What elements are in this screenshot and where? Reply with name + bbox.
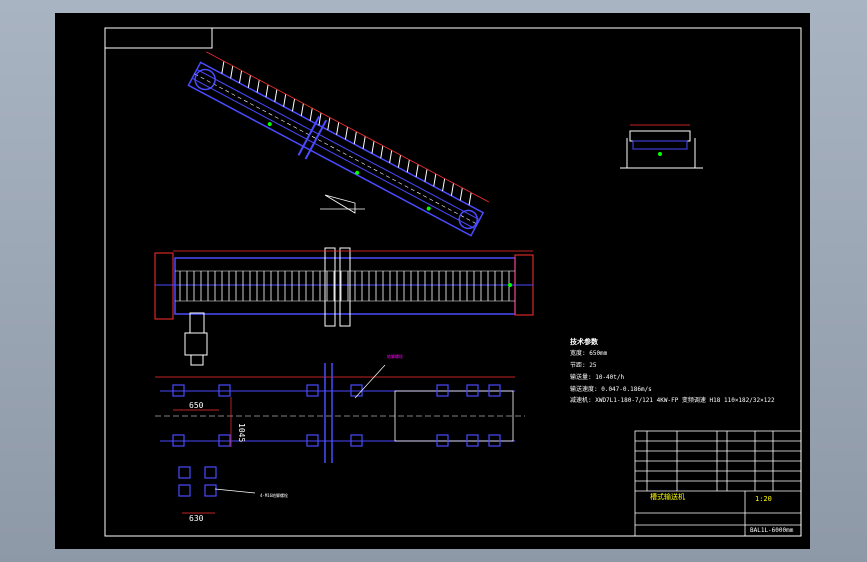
header-cell: [104, 27, 213, 49]
head-sprocket: [194, 68, 216, 91]
foundation-pad: [488, 384, 501, 397]
foundation-pad: [178, 484, 191, 497]
tech-param-2: 节距: 25: [570, 361, 597, 369]
flight-plate: [433, 173, 437, 187]
flight-plate: [230, 65, 234, 79]
foundation-pad: [218, 384, 231, 397]
foundation-pad: [172, 384, 185, 397]
tech-params: 技术参数 宽度: 650mm 节距: 25 输送量: 10-40t/h 输送速度…: [570, 337, 775, 404]
flight-plate: [247, 75, 251, 88]
foundation-plan: [155, 363, 525, 514]
flight-plate: [397, 155, 402, 168]
flight-plate: [309, 108, 313, 121]
flight-plate: [389, 150, 393, 163]
flight-plate: [406, 159, 410, 173]
foundation-pad: [306, 434, 319, 447]
inclined-conveyor-view: [187, 51, 489, 237]
flight-plate: [442, 178, 446, 192]
foundation-pad: [218, 434, 231, 447]
flight-plate: [380, 145, 384, 159]
foundation-pad: [466, 384, 479, 397]
title-block-drawing-no: BAL1L-6000mm: [750, 527, 794, 534]
plan-view-conveyor: [154, 247, 534, 366]
foundation-pad: [178, 466, 191, 479]
foundation-callout: 地脚螺栓: [387, 353, 403, 359]
base-support: [324, 194, 356, 214]
flight-plate: [336, 122, 340, 135]
dim-col-spacing: 650: [189, 401, 204, 410]
foundation-pad: [306, 384, 319, 397]
title-block-name: 槽式输送机: [650, 492, 685, 501]
flight-plate: [371, 140, 375, 154]
foundation-pad: [172, 434, 185, 447]
foundation-pad: [466, 434, 479, 447]
tech-param-1: 宽度: 650mm: [570, 349, 608, 357]
flight-plate: [238, 70, 243, 84]
title-block-scale: 1:20: [755, 495, 772, 503]
section-view: [620, 124, 703, 169]
dim-bottom-spacing: 630: [189, 514, 204, 523]
foundation-pad: [350, 434, 363, 447]
foundation-pad: [436, 434, 449, 447]
flight-plate: [450, 183, 454, 196]
foundation-pad: [488, 434, 501, 447]
flight-plate: [221, 61, 225, 74]
title-block: [634, 430, 802, 537]
tech-params-title: 技术参数: [570, 337, 599, 346]
bolt-callout: 4-M16地脚螺栓: [260, 492, 288, 498]
flight-plate: [318, 112, 322, 126]
flight-plate: [459, 187, 463, 201]
flight-plate: [468, 192, 472, 206]
flight-plate: [300, 103, 304, 117]
flight-plate: [424, 169, 428, 182]
flight-plate: [283, 93, 287, 107]
flight-plate: [265, 84, 269, 98]
tech-param-3: 输送量: 10-40t/h: [570, 373, 625, 381]
foundation-pad: [204, 484, 217, 497]
foundation-pad: [204, 466, 217, 479]
flight-plate: [353, 131, 357, 145]
drawing-svg: 650 1045 630 地脚螺栓 4-M16地脚螺栓 技术参数 宽度: 650…: [104, 27, 802, 537]
foundation-pad: [436, 384, 449, 397]
flight-plate: [274, 89, 278, 102]
drawing-border: [104, 27, 802, 537]
flight-plate: [327, 117, 331, 131]
flight-plate: [362, 136, 366, 149]
dim-row-spacing: 1045: [237, 423, 246, 442]
tech-param-5: 减速机: XWD7L1-180-7/121 4KW-FP 变频调速 H18 11…: [570, 396, 775, 404]
drawing-canvas[interactable]: 650 1045 630 地脚螺栓 4-M16地脚螺栓 技术参数 宽度: 650…: [55, 13, 810, 549]
flight-plate: [415, 164, 419, 178]
flight-plate: [344, 126, 349, 140]
tail-sprocket: [458, 209, 478, 230]
flight-plate: [291, 98, 296, 112]
flight-plate: [256, 79, 260, 93]
tech-param-4: 输送速度: 0.047-0.186m/s: [570, 385, 652, 393]
